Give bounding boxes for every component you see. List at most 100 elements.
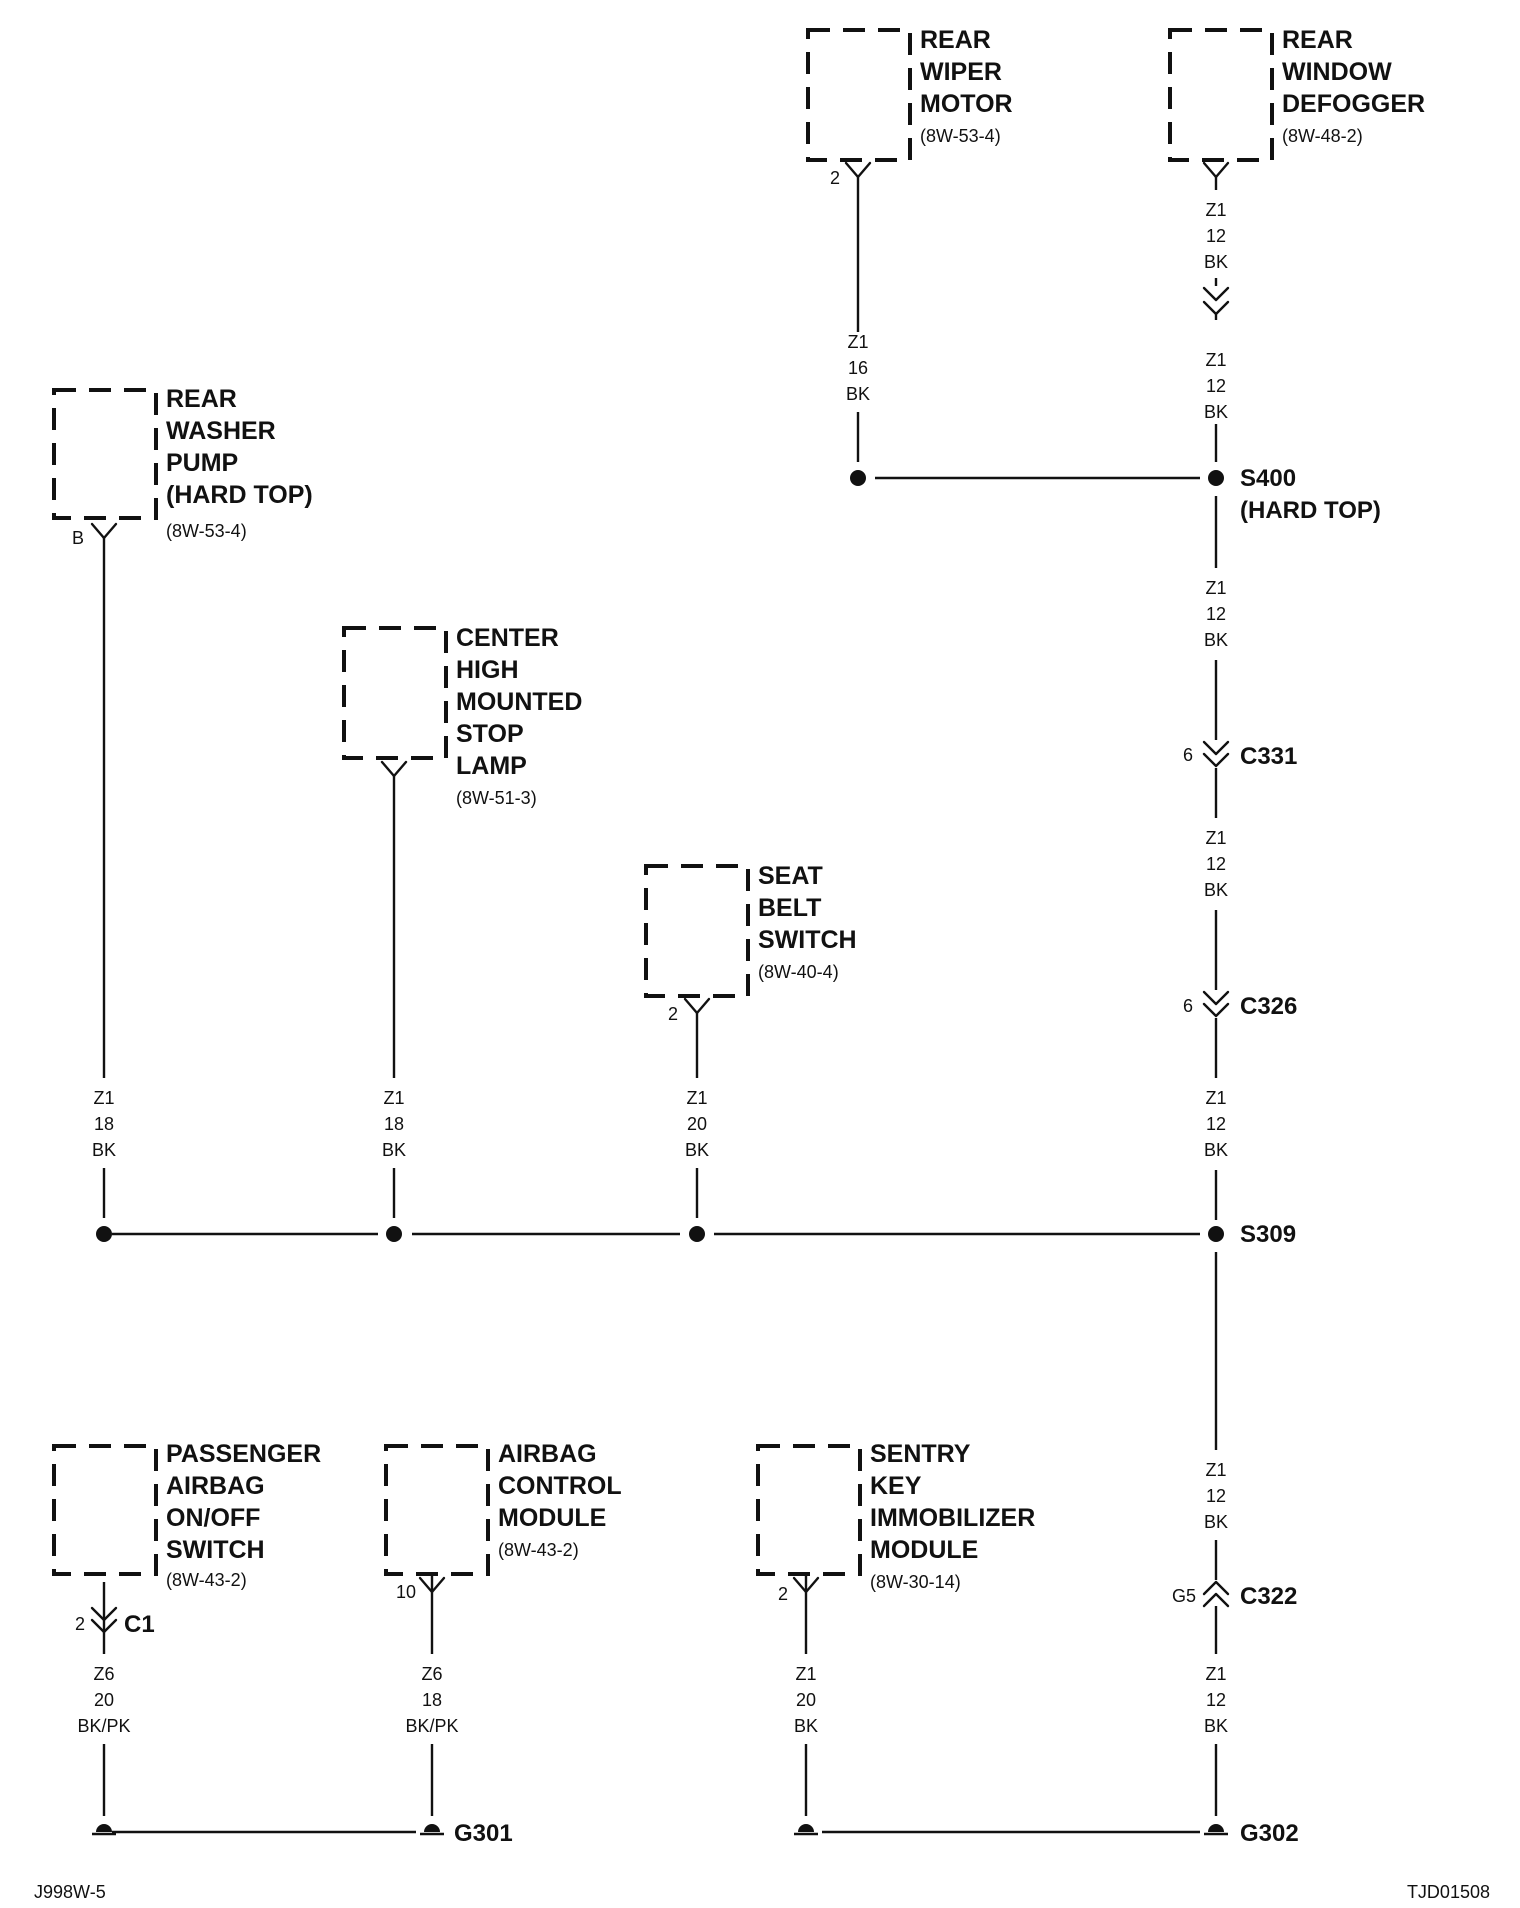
splice-note: (HARD TOP) (1240, 497, 1381, 524)
component-title-line: LAMP (456, 752, 527, 780)
connector-male-icon (1202, 1580, 1230, 1596)
component-airbag-control-module: AIRBAG CONTROL MODULE (8W-43-2) 10 (384, 1440, 622, 1602)
splice-name: S309 (1240, 1221, 1296, 1248)
component-title-line: AIRBAG (166, 1472, 265, 1500)
inline-connector-defogger (1202, 286, 1230, 320)
ground-name: G301 (454, 1820, 513, 1847)
ground-icon (424, 1824, 440, 1832)
connector-terminal-icon (683, 997, 711, 1015)
connector-terminal-icon (844, 161, 872, 179)
connector-terminal-icon (418, 1576, 446, 1594)
connector-name: C1 (124, 1611, 155, 1638)
component-title-line: REAR (920, 26, 991, 54)
connector-female-icon (1202, 300, 1230, 316)
component-title-line: AIRBAG (498, 1440, 597, 1468)
component-title-line: MOUNTED (456, 688, 582, 716)
splice-s309: S309 (96, 1221, 1296, 1248)
connector-c326: 6 C326 (1183, 990, 1297, 1020)
connector-c331: 6 C331 (1183, 740, 1297, 770)
component-title-line: HIGH (456, 656, 519, 684)
connector-female-icon (1202, 1592, 1230, 1608)
component-ref: (8W-53-4) (920, 126, 1001, 146)
connector-terminal-icon (1202, 161, 1230, 179)
component-title-line: PUMP (166, 449, 238, 477)
ground-icon (1208, 1824, 1224, 1832)
component-title-line: SEAT (758, 862, 823, 890)
connector-female-icon (90, 1618, 118, 1634)
component-box (384, 1444, 490, 1576)
pin-label: 2 (668, 1004, 678, 1024)
splice-s400: S400(HARD TOP) (850, 465, 1381, 524)
component-title-line: SWITCH (758, 926, 857, 954)
component-title-line: SWITCH (166, 1536, 265, 1564)
connector-female-icon (1202, 1002, 1230, 1018)
connector-male-icon (1202, 286, 1230, 302)
component-box (1168, 28, 1274, 162)
component-title-line: CONTROL (498, 1472, 622, 1500)
connector-terminal-icon (380, 760, 408, 778)
connector-c1: 2 C1 (75, 1606, 155, 1638)
component-ref: (8W-43-2) (166, 1570, 247, 1590)
component-box (52, 1444, 158, 1576)
component-title-line: MOTOR (920, 90, 1013, 118)
splice-dot (386, 1226, 402, 1242)
figure-code-right: TJD01508 (1407, 1882, 1490, 1902)
component-center-high-mounted-stop-lamp: CENTER HIGH MOUNTED STOP LAMP (8W-51-3) (342, 624, 582, 808)
component-title-line: ON/OFF (166, 1504, 260, 1532)
splice-dot (689, 1226, 705, 1242)
connector-name: C331 (1240, 743, 1297, 770)
component-rear-wiper-motor: REAR WIPER MOTOR (8W-53-4) 2 (806, 26, 1013, 188)
connector-male-icon (90, 1606, 118, 1622)
component-box (756, 1444, 862, 1576)
pin-label: 2 (830, 168, 840, 188)
component-title-line: MODULE (498, 1504, 606, 1532)
component-title-line: WIPER (920, 58, 1002, 86)
component-box (644, 864, 750, 998)
component-ref: (8W-43-2) (498, 1540, 579, 1560)
component-ref: (8W-51-3) (456, 788, 537, 808)
connector-terminal-icon (90, 522, 118, 540)
connector-c322: G5 C322 (1172, 1580, 1297, 1610)
wires (102, 175, 1218, 1834)
ground-icon (798, 1824, 814, 1832)
connector-male-icon (1202, 990, 1230, 1006)
ground-icon (96, 1824, 112, 1832)
component-ref: (8W-53-4) (166, 521, 247, 541)
splice-dot (1208, 1226, 1224, 1242)
connector-pin-label: 6 (1183, 745, 1193, 765)
component-title-line: CENTER (456, 624, 559, 652)
component-title-line: REAR (166, 385, 237, 413)
connector-name: C322 (1240, 1583, 1297, 1610)
component-box (806, 28, 912, 162)
component-title-line: DEFOGGER (1282, 90, 1425, 118)
connector-pin-label: 2 (75, 1614, 85, 1634)
component-title-line: STOP (456, 720, 524, 748)
ground-g301: G301 (92, 1820, 513, 1847)
pin-label: 10 (396, 1582, 416, 1602)
pin-label: B (72, 528, 84, 548)
ground-g302: G302 (794, 1820, 1299, 1847)
component-ref: (8W-48-2) (1282, 126, 1363, 146)
connector-female-icon (1202, 752, 1230, 768)
pin-label: 2 (778, 1584, 788, 1604)
component-box (342, 626, 448, 760)
